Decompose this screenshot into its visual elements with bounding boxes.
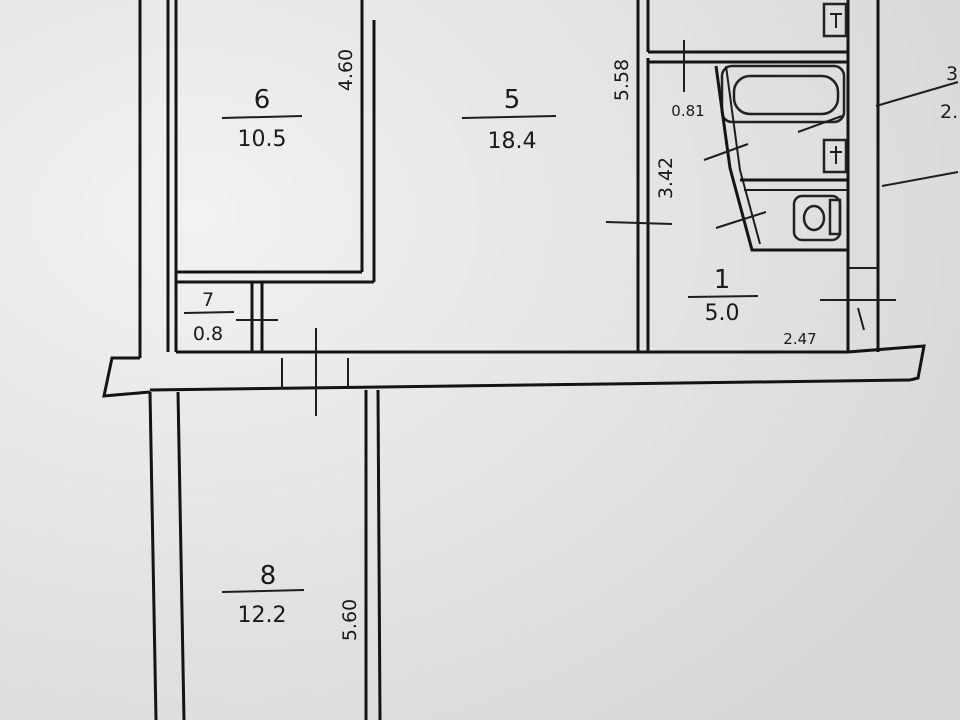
room-1-label: 1 5.0 — [705, 265, 740, 326]
bathroom-fixtures — [714, 2, 848, 252]
room-1-area: 5.0 — [705, 301, 740, 326]
dimension-ticks — [183, 40, 959, 593]
dimension-room8-height: 5.60 — [339, 599, 361, 641]
room-1-number: 1 — [714, 265, 731, 295]
room-7-number: 7 — [202, 289, 214, 311]
room-7-label: 7 0.8 — [193, 289, 223, 345]
room-7-area: 0.8 — [193, 323, 223, 345]
edge-label-top: 3 — [946, 63, 958, 85]
room-8-number: 8 — [260, 561, 277, 591]
dimension-room1-width: 2.47 — [783, 330, 816, 348]
dimension-door-width: 0.81 — [671, 102, 704, 120]
edge-label-mid: 2. — [940, 101, 958, 123]
room-5-label: 5 18.4 — [488, 85, 537, 154]
room-6-area: 10.5 — [238, 127, 287, 152]
dimension-room6-height: 4.60 — [335, 49, 357, 91]
dimension-room1-upper: 3.42 — [655, 157, 677, 199]
walls — [102, 0, 926, 720]
dimension-room5-height: 5.58 — [611, 59, 633, 101]
room-6-number: 6 — [254, 85, 271, 115]
room-6-label: 6 10.5 — [238, 85, 287, 152]
room-5-area: 18.4 — [488, 129, 537, 154]
room-5-number: 5 — [504, 85, 521, 115]
room-8-label: 8 12.2 — [238, 561, 287, 628]
room-8-area: 12.2 — [238, 603, 287, 628]
